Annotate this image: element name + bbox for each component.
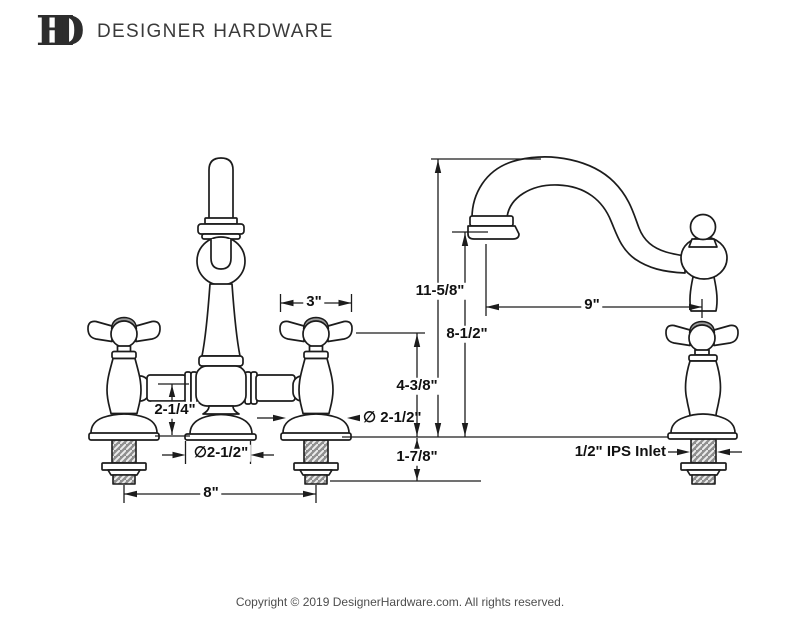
logo-letter-d: D [49, 7, 85, 55]
side-view [342, 156, 739, 485]
dim-inlet-callout: 1/2" IPS Inlet [574, 442, 666, 460]
dim-deck-to-handle: 4-3/8" [393, 377, 441, 395]
dim-spout-reach: 9" [581, 296, 603, 314]
dim-handle-width: 3" [303, 293, 325, 311]
dim-outlet-height: 8-1/2" [443, 325, 491, 343]
front-view [87, 157, 353, 485]
dim-spout-height: 11-5/8" [412, 282, 468, 300]
logo-letter-h: H [36, 7, 75, 55]
brand-name: DESIGNER HARDWARE [97, 21, 334, 42]
dim-below-deck-depth: 1-7/8" [393, 448, 441, 466]
copyright-notice: Copyright © 2019 DesignerHardware.com. A… [235, 595, 565, 609]
brand-logo-monogram-icon: H D [36, 8, 90, 54]
dim-center-base-diameter: ∅2-1/2" [190, 444, 252, 462]
dim-deck-to-pipe: 2-1/4" [151, 401, 199, 419]
dim-handle-base-diameter: ∅ 2-1/2" [363, 408, 422, 426]
dim-handle-spread: 8" [200, 484, 222, 502]
